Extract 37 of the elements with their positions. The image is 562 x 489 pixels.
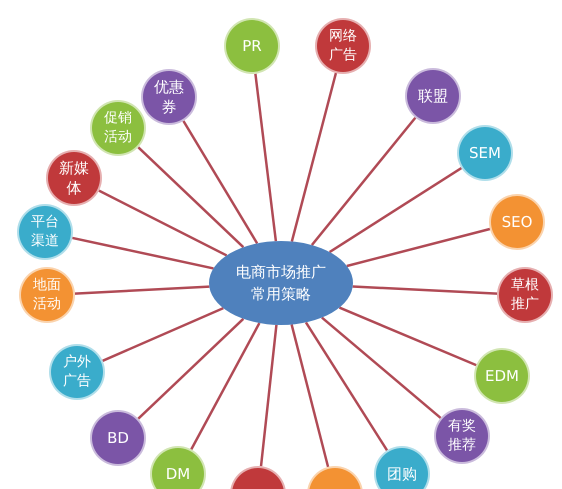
- connector-line: [290, 324, 330, 468]
- topic-circle: 网络广告: [315, 18, 371, 74]
- topic-circle: 优惠券: [141, 69, 197, 125]
- connector-line: [290, 72, 338, 242]
- connector-line: [72, 236, 214, 270]
- topic-circle: 户外广告: [49, 344, 105, 400]
- center-ellipse: 电商市场推广常用策略: [209, 241, 353, 325]
- connector-line: [102, 307, 224, 362]
- connector-line: [338, 306, 477, 366]
- connector-line: [260, 324, 278, 466]
- connector-line: [190, 322, 260, 450]
- connector-line: [352, 285, 498, 295]
- connector-line: [254, 74, 278, 242]
- topic-circle: 新媒体: [46, 150, 102, 206]
- connector-line: [182, 120, 258, 244]
- connector-line: [98, 190, 228, 257]
- connector-line: [328, 167, 462, 254]
- topic-circle: 促销活动: [90, 100, 146, 156]
- topic-circle: SEO: [489, 194, 545, 250]
- topic-circle: PR: [224, 18, 280, 74]
- connector-line: [137, 318, 244, 420]
- topic-circle: 联盟: [405, 68, 461, 124]
- topic-circle: 地面活动: [19, 267, 75, 323]
- topic-circle: 平台渠道: [17, 204, 73, 260]
- connector-line: [321, 316, 442, 419]
- connector-line: [304, 322, 388, 452]
- connector-line: [137, 146, 244, 248]
- topic-circle: EDM: [474, 348, 530, 404]
- topic-circle: SEM: [457, 125, 513, 181]
- topic-circle: 团购: [374, 446, 430, 489]
- topic-circle: DM: [150, 446, 206, 489]
- connector-line: [74, 285, 210, 295]
- topic-circle: 草根推广: [497, 267, 553, 323]
- connector-line: [310, 116, 416, 246]
- topic-circle: BD: [90, 410, 146, 466]
- connector-line: [346, 228, 490, 268]
- topic-circle: 有奖推荐: [434, 408, 490, 464]
